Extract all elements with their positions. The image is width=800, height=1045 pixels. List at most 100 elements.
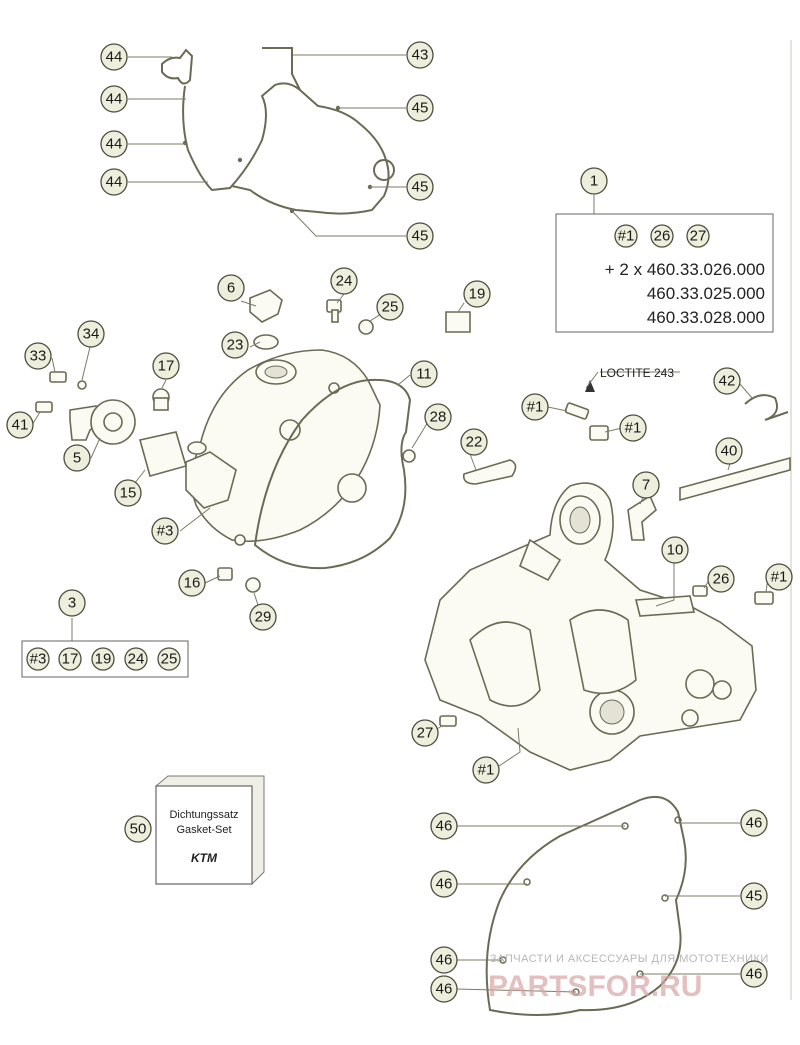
callout-label-c46d: 46: [436, 952, 453, 969]
callout-label-c42: 42: [719, 373, 736, 390]
gasket-set-line1: Dichtungssatz: [169, 809, 238, 821]
callout-circle-c44a: [100, 43, 128, 71]
sleeve: [589, 425, 609, 441]
callout-circle-c40: [715, 437, 743, 465]
callout-circle-c7: [632, 471, 660, 499]
callout-label-c46c: 46: [436, 876, 453, 893]
callout-circle-c45c: [406, 222, 434, 250]
callout-label-c7: 7: [642, 477, 650, 494]
gasket-bolt-holes: [499, 816, 682, 996]
gasket-set-line2: Gasket-Set: [176, 824, 231, 836]
kit1-item-2: 27: [690, 228, 707, 245]
kit1-line-2: 460.33.028.000: [647, 308, 765, 327]
callout-label-c46a: 46: [436, 818, 453, 835]
callout-circle-c46e: [740, 960, 768, 988]
callout-circle-c1a: [521, 393, 549, 421]
callout-circle-c1d: [472, 756, 500, 784]
water-pump-parts: [35, 371, 187, 477]
callout-label-c29: 29: [255, 609, 272, 626]
callout-label-c5: 5: [73, 450, 81, 467]
callout-circle-c46f: [430, 975, 458, 1003]
kit-box-3-items: #3 17 19 24 25: [26, 647, 181, 671]
callout-circle-c46c: [430, 870, 458, 898]
callout-label-c3a: #3: [157, 523, 174, 540]
callout-circle-c44d: [100, 168, 128, 196]
watermark-line1: ЗАПЧАСТИ И АКСЕССУАРЫ ДЛЯ МОТОТЕХНИКИ: [490, 953, 769, 965]
callout-circle-c45b: [406, 173, 434, 201]
callout-label-c45c: 45: [412, 228, 429, 245]
callout-label-c43: 43: [412, 47, 429, 64]
callout-label-c45a: 45: [412, 100, 429, 117]
callout-label-c17: 17: [158, 358, 175, 375]
screw-loctite: [564, 402, 590, 420]
callout-label-c34: 34: [83, 326, 100, 343]
bolt-right: [754, 591, 774, 605]
callout-label-c28: 28: [430, 409, 447, 426]
callout-circle-c10: [661, 536, 689, 564]
callout-circle-c3a: [151, 517, 179, 545]
kit1-line-1: 460.33.025.000: [647, 284, 765, 303]
callout-circle-c25: [376, 293, 404, 321]
cover-gasket: [253, 378, 412, 570]
kit1-item-1: 26: [654, 228, 671, 245]
vent-hose: [679, 456, 791, 502]
callout-circle-c29: [249, 603, 277, 631]
callout-circle-c16: [178, 569, 206, 597]
callout-label-c46f: 46: [436, 981, 453, 998]
callout-label-c46e: 46: [746, 966, 763, 983]
callout-label-c19: 19: [469, 286, 486, 303]
callout-label-c45b: 45: [412, 179, 429, 196]
callout-circle-c45d: [740, 882, 768, 910]
dowel-pin-left: [439, 715, 457, 727]
callout-circle-c3: [58, 589, 86, 617]
callout-label-c1: 1: [590, 173, 598, 190]
kit3-item-4: 25: [161, 651, 178, 668]
callout-label-c22: 22: [466, 434, 483, 451]
callout-label-c44c: 44: [106, 136, 123, 153]
callout-label-c1d: #1: [478, 762, 495, 779]
callout-label-c11: 11: [416, 366, 432, 383]
callout-circle-c45a: [406, 94, 434, 122]
gasket-set-box: Dichtungssatz Gasket-Set KTM: [155, 775, 265, 885]
callout-label-c46b: 46: [746, 815, 763, 832]
hose-fitting: [627, 494, 657, 541]
cable-strap: [744, 394, 789, 421]
kit3-item-1: 17: [62, 651, 79, 668]
callout-label-c6: 6: [227, 280, 235, 297]
callout-label-c16: 16: [184, 575, 201, 592]
callout-circle-c1: [580, 167, 608, 195]
callout-circle-c34: [77, 320, 105, 348]
kit-box-1-items: #1 26 27: [614, 224, 710, 248]
callout-circle-c22: [460, 428, 488, 456]
callout-label-c3: 3: [68, 595, 76, 612]
kit3-item-3: 24: [128, 651, 145, 668]
loctite-drop: [585, 380, 595, 392]
callout-label-c50: 50: [130, 821, 147, 838]
callout-circle-c1c: [765, 563, 793, 591]
crankcase: [424, 482, 757, 771]
loctite-label: LOCTITE 243: [600, 366, 674, 380]
leader-lines: [31, 54, 769, 993]
callout-label-c15: 15: [120, 485, 137, 502]
callout-circle-c26: [707, 565, 735, 593]
callout-circle-c17: [152, 352, 180, 380]
callout-circle-c41: [6, 411, 34, 439]
callout-circle-c6: [217, 274, 245, 302]
callout-circle-c44b: [100, 85, 128, 113]
callout-label-c27: 27: [417, 725, 434, 742]
oil-plug-parts: [249, 289, 471, 463]
callout-label-c26: 26: [713, 571, 730, 588]
callout-label-c33: 33: [30, 348, 47, 365]
kit3-item-2: 19: [95, 651, 112, 668]
callout-circle-c11: [410, 360, 438, 388]
callout-circle-c19: [463, 280, 491, 308]
callout-circle-c24: [330, 267, 358, 295]
callout-label-c45d: 45: [746, 888, 763, 905]
callout-circle-c1b: [619, 414, 647, 442]
callout-circle-c46d: [430, 946, 458, 974]
kit3-item-0: #3: [30, 651, 47, 668]
callout-label-c1a: #1: [527, 399, 544, 416]
kit1-line-0: + 2 x 460.33.026.000: [605, 260, 765, 279]
callout-label-c1c: #1: [771, 569, 788, 586]
